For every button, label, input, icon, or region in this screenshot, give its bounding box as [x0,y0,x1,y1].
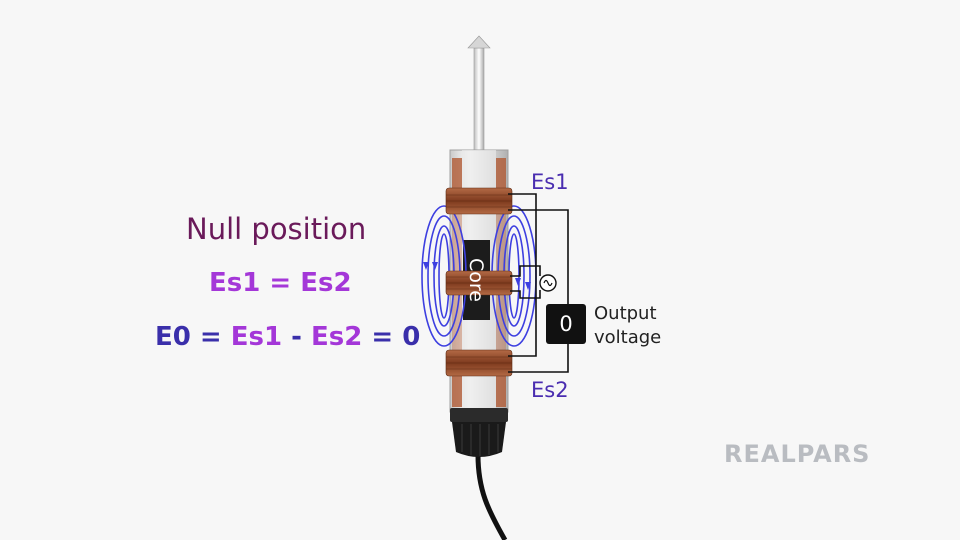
eq-zero: 0 [402,322,421,352]
winding-bottom-right [496,365,506,407]
eq-es2: Es2 [310,322,363,352]
source-wave-icon [543,279,553,287]
eq-e0: E0 [155,322,191,352]
equation-es1-equals-es2: Es1 = Es2 [209,268,352,298]
coil-primary [445,270,513,296]
winding-low-left [452,290,462,350]
connector-top [450,408,508,422]
flux-arrow-right-2 [525,282,531,290]
eq-es1: Es1 [230,322,283,352]
flux-arrow-left-2 [432,262,438,270]
realpars-logo: REALPARS [724,440,871,468]
connector-body [452,422,506,457]
core-label: Core [462,240,490,320]
winding-low-right [496,290,506,350]
coil-secondary-1 [445,187,513,215]
winding-bottom-left [452,365,462,407]
output-label-line1: Output [594,303,657,324]
winding-top-right [496,158,506,198]
coil-secondary-2 [445,349,513,377]
output-display: 0 [546,304,586,344]
rod [473,47,485,165]
cable [475,454,508,540]
label-es2: Es2 [531,378,569,402]
output-label: Output voltage [594,302,684,350]
core-label-text: Core [465,258,488,302]
flux-arrow-right [515,278,521,286]
heading: Null position [186,212,367,246]
flux-arrow-left [423,262,429,270]
eq-minus: - [282,322,311,352]
winding-top [452,158,462,198]
connector-ribs [461,424,499,456]
eq-equals: = [190,322,231,352]
eq-equals-2: = [362,322,403,352]
wiring [508,193,569,373]
label-es1: Es1 [531,170,569,194]
output-label-line2: voltage [594,327,662,348]
equation-output: E0 = Es1 - Es2 = 0 [155,322,420,352]
rod-tip [467,35,491,49]
